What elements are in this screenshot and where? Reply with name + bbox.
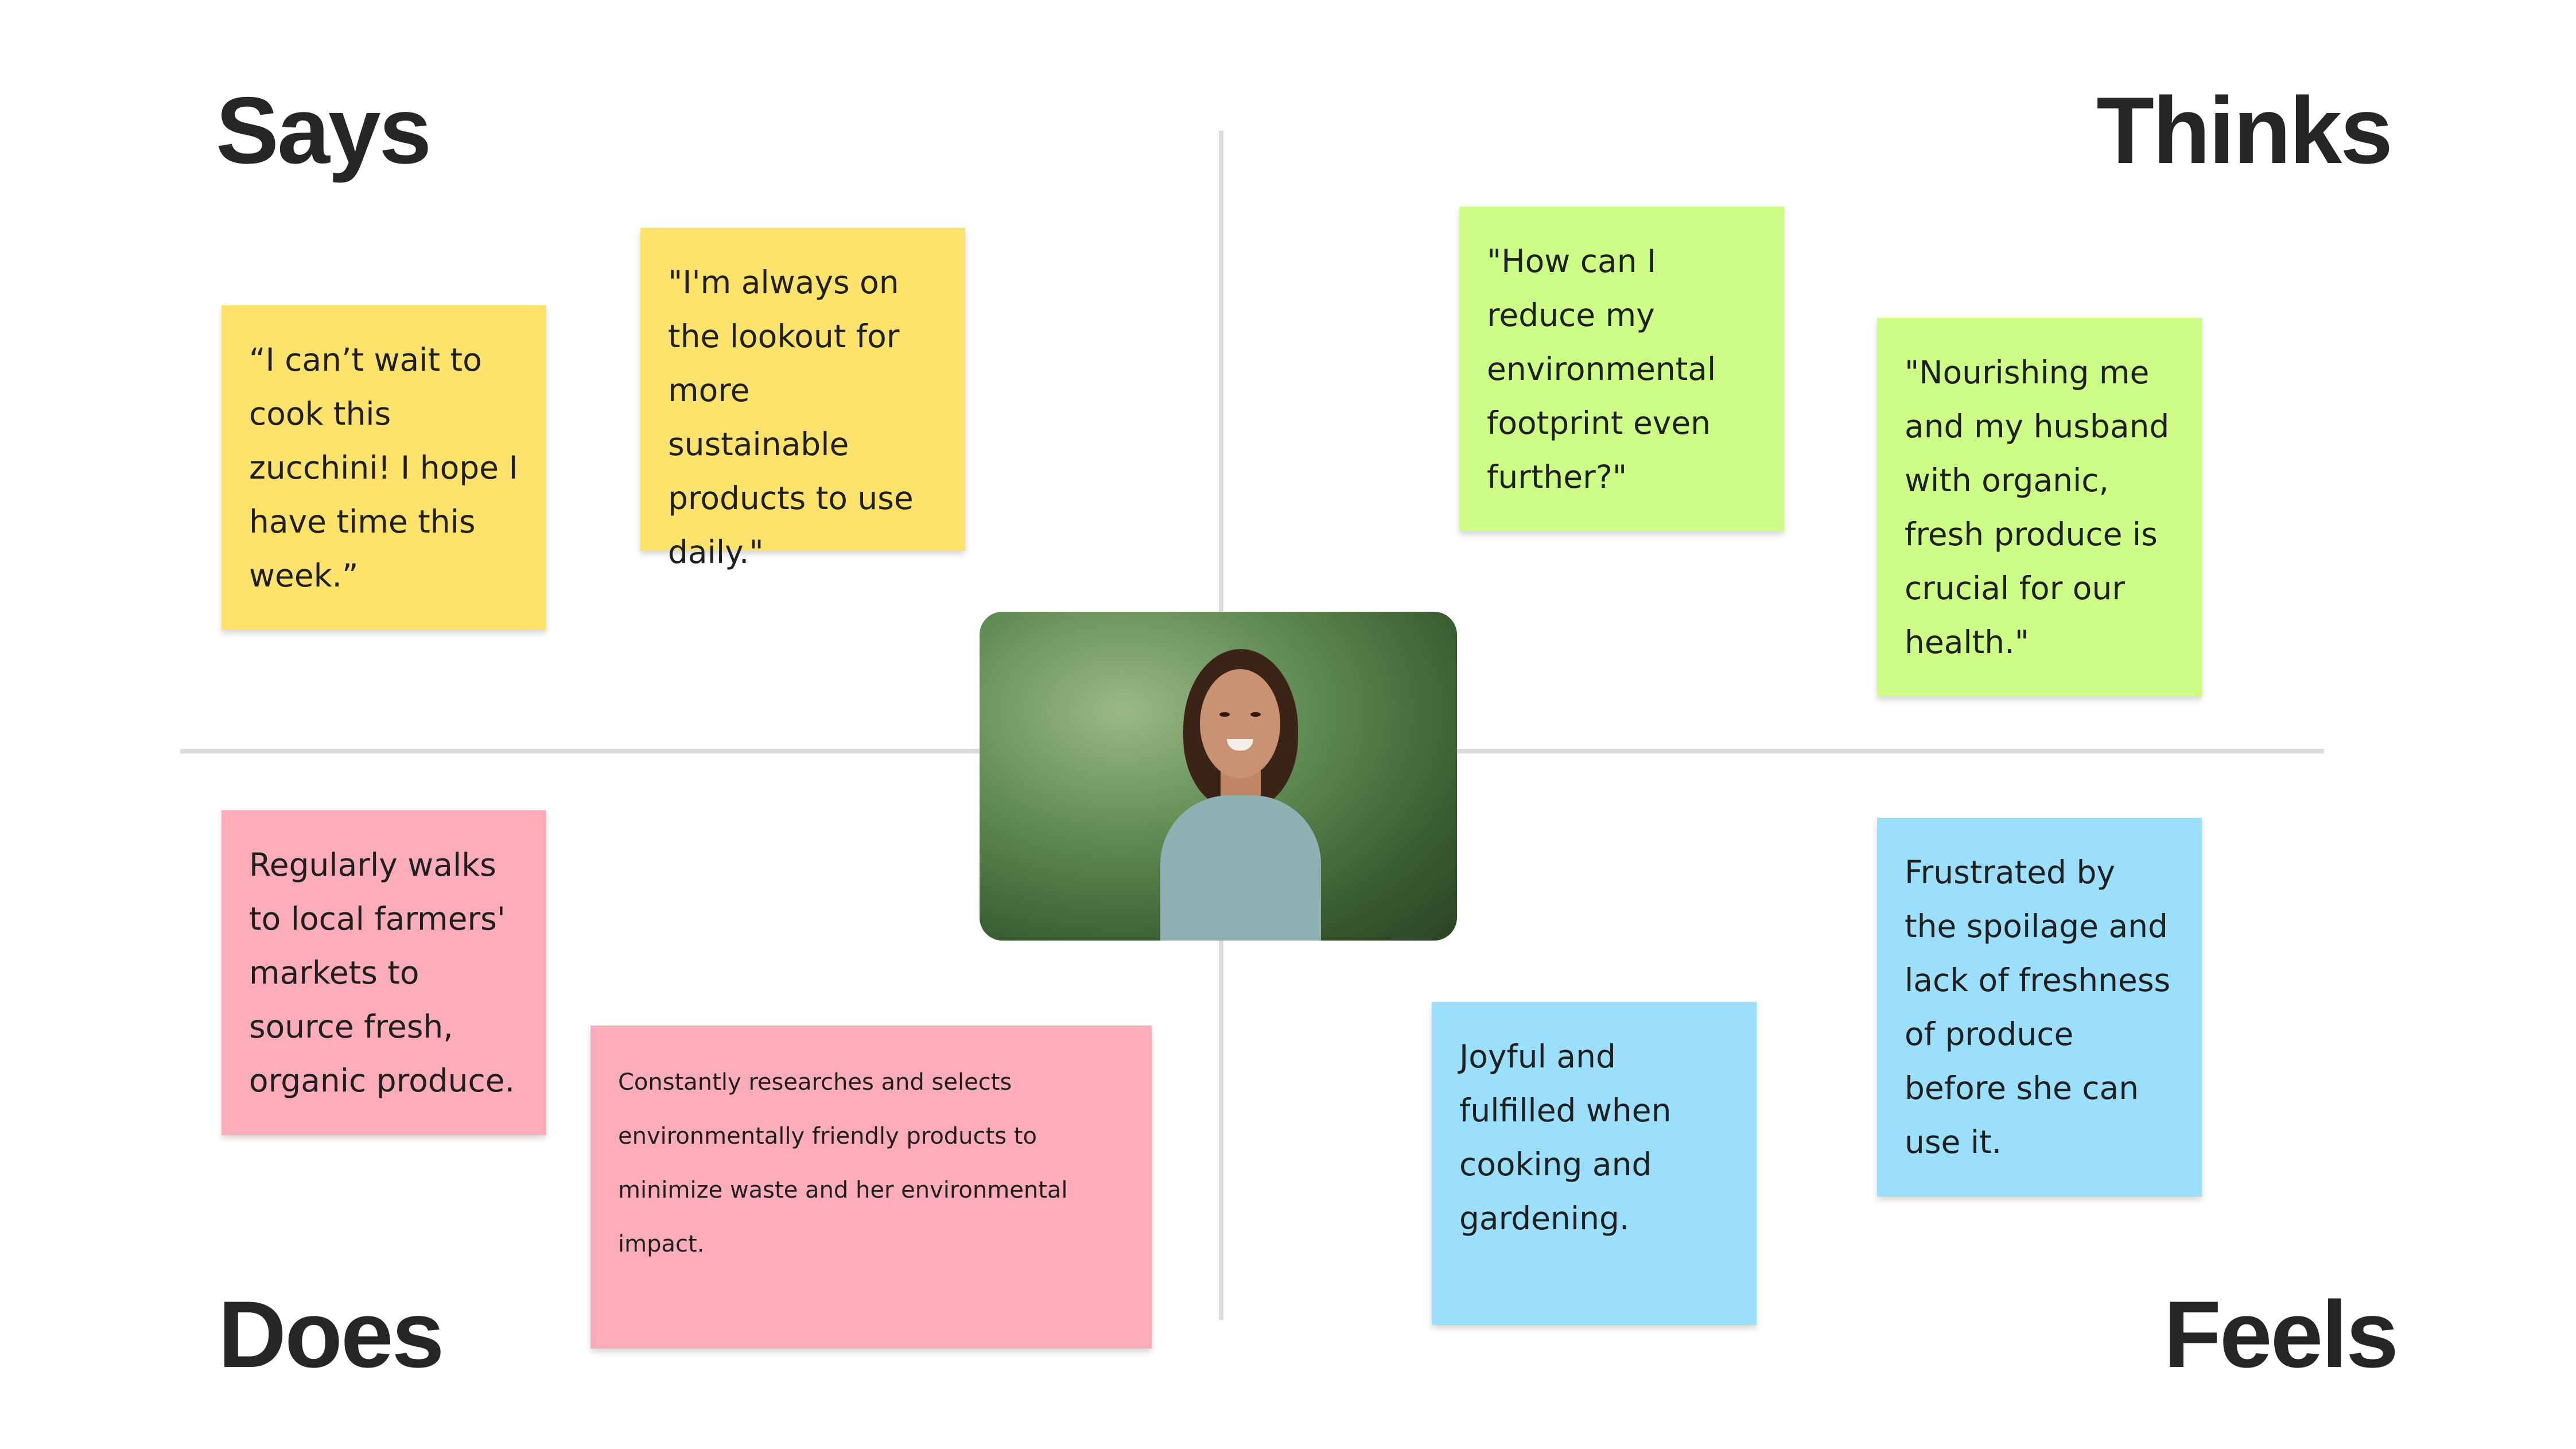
persona-eye-left: [1219, 712, 1230, 717]
persona-photo: [980, 612, 1457, 941]
feels-sticky-note-2[interactable]: Frustrated by the spoilage and lack of f…: [1877, 818, 2202, 1197]
persona-shirt: [1160, 795, 1321, 941]
does-heading: Does: [218, 1287, 442, 1382]
persona-eye-right: [1250, 712, 1261, 717]
says-sticky-note-2[interactable]: "I'm always on the lookout for more sust…: [640, 228, 965, 551]
thinks-sticky-note-2[interactable]: "Nourishing me and my husband with organ…: [1877, 318, 2202, 697]
does-sticky-note-2[interactable]: Constantly researches and selects enviro…: [590, 1025, 1152, 1349]
feels-sticky-note-1[interactable]: Joyful and fulfilled when cooking and ga…: [1432, 1002, 1757, 1325]
thinks-heading: Thinks: [2096, 83, 2391, 178]
thinks-sticky-note-1[interactable]: "How can I reduce my environmental footp…: [1459, 207, 1784, 531]
says-heading: Says: [216, 83, 430, 178]
persona-face: [1200, 669, 1280, 778]
does-sticky-note-1[interactable]: Regularly walks to local farmers' market…: [222, 810, 546, 1135]
feels-heading: Feels: [2163, 1287, 2397, 1382]
says-sticky-note-1[interactable]: “I can’t wait to cook this zucchini! I h…: [222, 305, 546, 630]
